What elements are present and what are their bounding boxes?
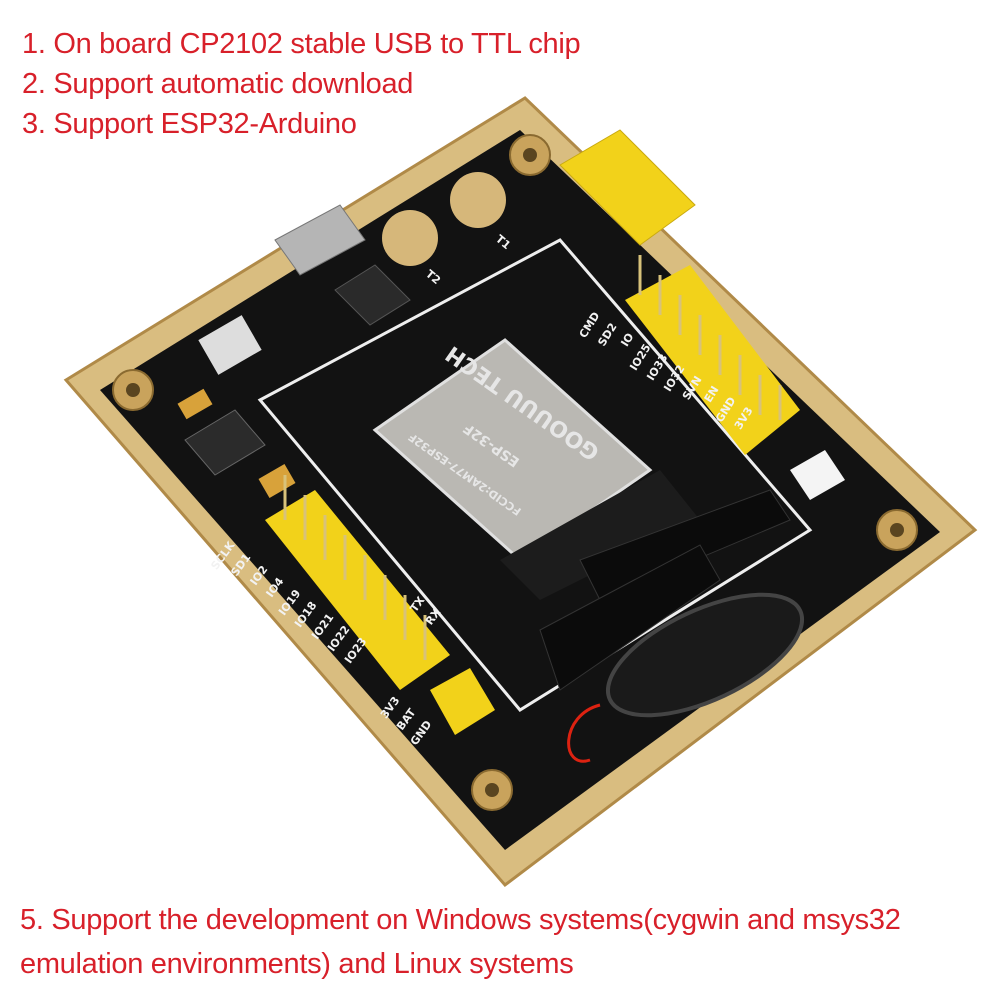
speaker-wire <box>567 703 601 763</box>
boot-button[interactable] <box>198 315 262 375</box>
micro-usb-port[interactable] <box>274 204 366 276</box>
right-pin-header <box>625 265 800 455</box>
feature-3: 3. Support ESP32-Arduino <box>22 108 357 140</box>
rgb-led <box>790 450 845 500</box>
female-header-bottom <box>539 544 721 691</box>
tantalum-capacitor <box>177 388 213 420</box>
module-antenna <box>500 470 700 600</box>
feature-2: 2. Support automatic download <box>22 68 414 100</box>
touch-pad-t2 <box>382 210 438 266</box>
touch-pad-t1 <box>450 172 506 228</box>
power-pin-header <box>430 668 495 735</box>
feature-5: 5. Support the development on Windows sy… <box>20 904 901 980</box>
cp2102-chip <box>334 264 411 326</box>
female-header-top <box>579 489 791 601</box>
left-header-pins <box>283 475 427 660</box>
silkscreen-outline <box>257 238 813 712</box>
feature-1: 1. On board CP2102 stable USB to TTL chi… <box>22 28 581 60</box>
svg-text:IO: IO <box>618 331 636 349</box>
tantalum-capacitor <box>258 463 296 499</box>
right-header-pins <box>638 255 782 420</box>
voltage-regulator <box>184 409 266 476</box>
speaker <box>605 592 805 718</box>
yellow-connector <box>559 129 696 246</box>
esp32-module-shield <box>372 338 653 562</box>
mounting-hole-centers <box>126 148 904 797</box>
